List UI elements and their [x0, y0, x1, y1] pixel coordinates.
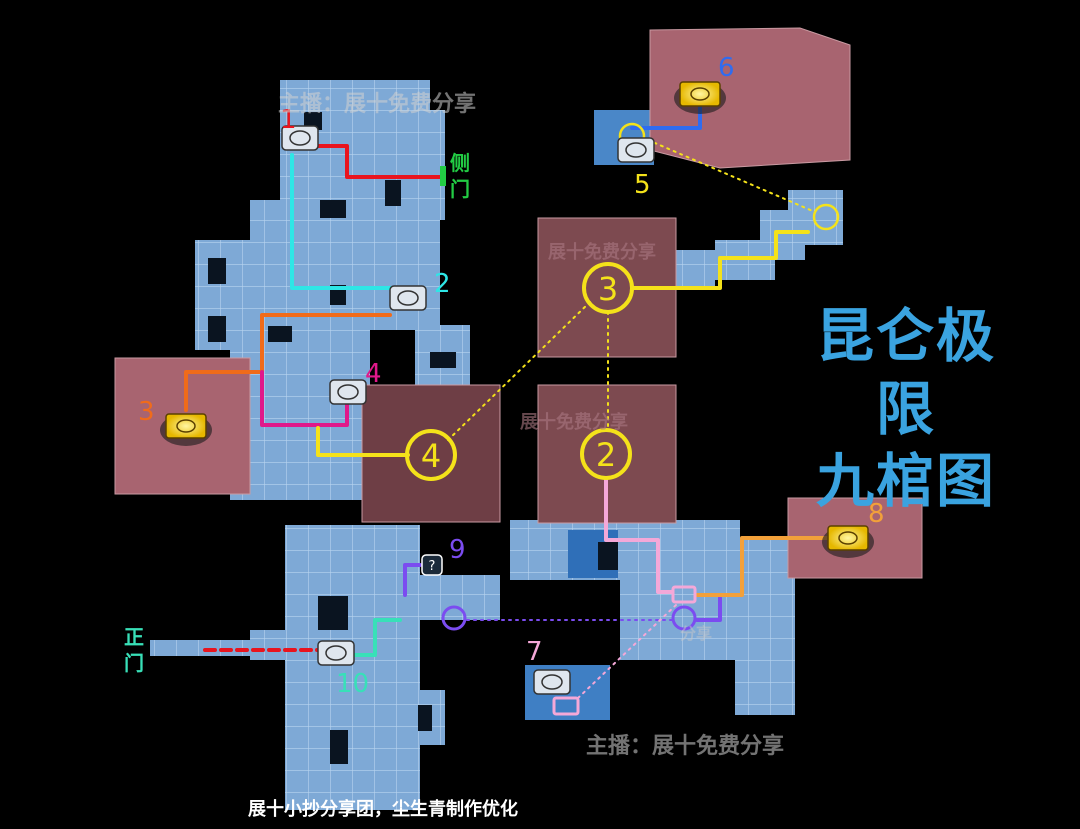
waypoint-label-3: 3 [598, 270, 618, 308]
waypoint-3-circle [582, 262, 634, 314]
main-door-label-2: 门 [124, 651, 144, 675]
waypoint-2-circle [580, 428, 632, 480]
route-purple [403, 563, 422, 597]
main-door-label-1: 正 [124, 625, 144, 649]
coffin-icon-6 [674, 81, 726, 114]
dotted-pink [577, 604, 677, 699]
coffin-label-6: 6 [718, 53, 735, 83]
watermark-2: 主播：展十免费分享 [586, 734, 785, 759]
credit-line: 展十小抄分享团，尘生青制作优化 [248, 799, 518, 820]
route-purple-east [695, 596, 722, 622]
pink-box-7 [552, 696, 580, 716]
route-cyan [290, 153, 397, 290]
coffin-label-3: 3 [138, 397, 155, 427]
side-door-label-1: 侧 [450, 151, 470, 175]
route-amber [694, 536, 830, 597]
pillars [208, 112, 618, 764]
coffin-label-8: 8 [868, 499, 885, 529]
question-mark: ? [429, 559, 436, 574]
pink-boxes [552, 585, 697, 716]
map-title: 昆仑极限 九棺图 [790, 300, 1022, 518]
watermark-5: 分享 [680, 624, 713, 643]
coffin-label-10: 10 [336, 669, 369, 699]
side-door-marker [440, 166, 446, 186]
watermark-4: 展十免费分享 [520, 412, 628, 433]
coffin-icon-1 [281, 125, 319, 151]
pink-box-hub [671, 585, 697, 604]
coffins-silver [281, 125, 655, 695]
side-door-label-2: 门 [450, 177, 470, 201]
coffin-label-9: 9 [449, 535, 466, 565]
coffin-icon-5 [617, 137, 655, 163]
coffin-label-1: 1 [280, 105, 297, 135]
coffins-gold [160, 81, 874, 558]
route-pink [604, 478, 674, 594]
watermark-3: 展十免费分享 [548, 242, 656, 263]
waypoint-label-2: 2 [596, 436, 616, 474]
coffin-icon-3 [160, 413, 212, 446]
coffin-icon-4 [329, 379, 367, 405]
waypoint-label-4: 4 [421, 437, 441, 475]
routes [184, 98, 830, 699]
route-yellow-4 [316, 426, 410, 457]
waypoints [405, 122, 840, 481]
coffin-icon-7 [533, 669, 571, 695]
coffin-label-5: 5 [634, 170, 651, 200]
purple-circles [441, 605, 697, 631]
purple-circle-west [441, 605, 467, 631]
waypoint-4-circle [405, 429, 457, 481]
route-magenta [260, 370, 349, 427]
coffin-label-7: 7 [526, 637, 543, 667]
watermark-1: 主播：展十免费分享 [278, 92, 477, 117]
route-yellow-3 [630, 230, 810, 290]
dotted-3-to-4 [447, 301, 591, 441]
waypoint-small-ne [812, 203, 840, 231]
coffin-label-4: 4 [365, 359, 382, 389]
map-title-line2: 九棺图 [815, 447, 996, 515]
coffin-icon-2 [389, 285, 427, 311]
question-marker: ? [421, 554, 443, 576]
map-title-line1: 昆仑极限 [815, 302, 996, 443]
coffin-icon-10 [317, 640, 355, 666]
route-red [314, 144, 445, 179]
coffin-label-2: 2 [434, 269, 451, 299]
floor-plan [150, 80, 843, 810]
route-teal [346, 618, 402, 657]
purple-circle-east [671, 605, 697, 631]
coffin-icon-8 [822, 525, 874, 558]
dotted-5-to-ne [647, 139, 816, 213]
